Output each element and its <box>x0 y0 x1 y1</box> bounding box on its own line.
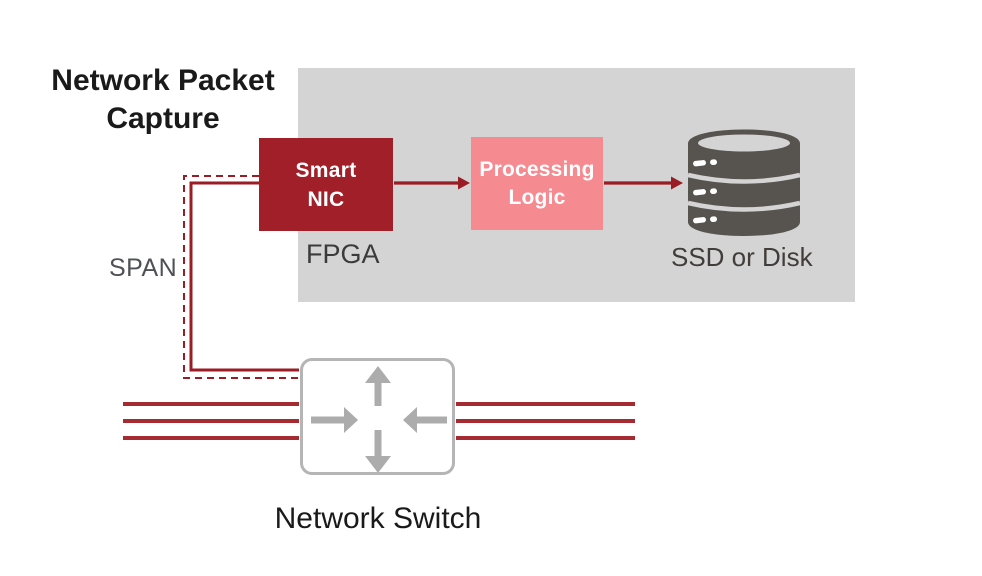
smart-nic-label-line1: Smart <box>295 158 357 182</box>
database-gap-1 <box>687 172 801 184</box>
network-switch-box <box>300 358 455 475</box>
database-top-surface <box>698 134 790 152</box>
database-led-dashes <box>693 159 718 224</box>
processing-logic-line2: Logic <box>508 185 566 209</box>
database-icon <box>687 129 801 236</box>
network-switch-caption: Network Switch <box>274 502 482 535</box>
diagram-title-line1: Network Packet <box>51 64 275 97</box>
fpga-caption: FPGA <box>306 239 380 269</box>
storage-caption: SSD or Disk <box>671 242 813 272</box>
trunk-lines-left <box>123 402 299 440</box>
database-gap-2 <box>687 200 801 212</box>
diagram-title-line2: Capture <box>106 102 220 135</box>
span-label: SPAN <box>109 254 178 282</box>
diagram-title: Network Packet Capture <box>30 62 296 138</box>
processing-logic-box: Processing Logic <box>471 137 603 230</box>
smart-nic-label-line2: NIC <box>307 187 345 211</box>
smart-nic-box: Smart NIC <box>259 138 393 231</box>
trunk-lines-right <box>456 402 635 440</box>
processing-logic-line1: Processing <box>479 157 595 181</box>
